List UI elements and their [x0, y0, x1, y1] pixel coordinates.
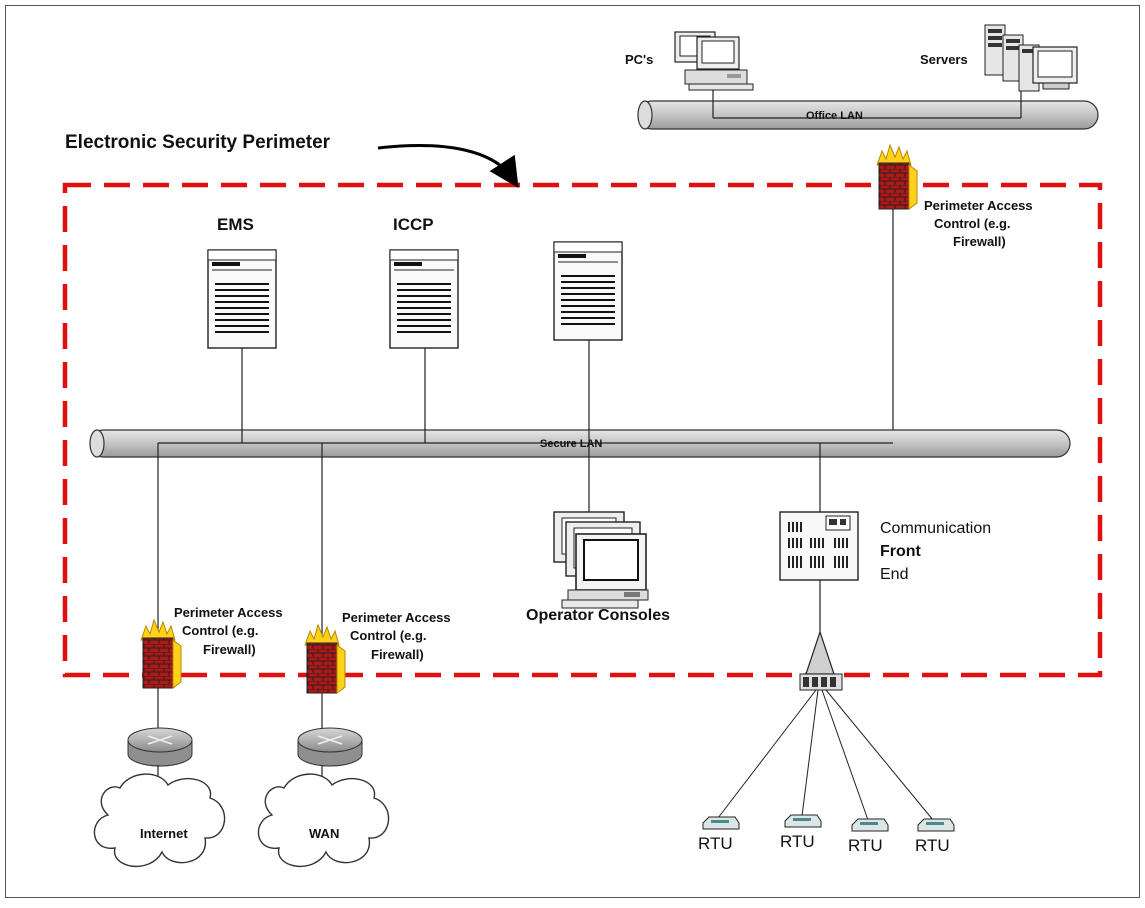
desktop-computer-icon: [674, 31, 754, 91]
desktop-computer-icon: [553, 511, 649, 609]
server-tower-icon: [389, 249, 459, 349]
perimeter-arrow-icon: [377, 144, 519, 189]
secure-lan-label: Secure LAN: [540, 438, 602, 450]
servers-label: Servers: [920, 52, 968, 67]
comm-front-end-icon: [779, 511, 859, 581]
office-firewall-line1: Perimeter Access: [924, 198, 1033, 213]
burning-brick-wall-icon: [304, 623, 346, 694]
server-tower-icon: [553, 241, 623, 341]
security-perimeter-boundary: [62, 182, 1103, 678]
wan-firewall-line1: Perimeter Access: [342, 610, 451, 625]
cfe-label-line2: Front: [880, 543, 922, 560]
iccp-label: ICCP: [393, 215, 434, 234]
operator-consoles-label: Operator Consoles: [526, 607, 670, 624]
rtu-modem-icon: [702, 816, 740, 830]
cfe-label-line3: End: [880, 566, 908, 583]
office-firewall-line2: Control (e.g.: [934, 216, 1011, 231]
wan-firewall-line3: Firewall): [371, 647, 424, 662]
server-tower-icon: [984, 24, 1078, 92]
router-icon: [297, 727, 363, 767]
outer-frame: [5, 5, 1140, 898]
rtu-modem-icon: [784, 814, 822, 828]
ems-label: EMS: [217, 215, 254, 234]
office-lan-pipe: [637, 100, 1099, 130]
perimeter-title: Electronic Security Perimeter: [65, 132, 331, 153]
cloud-icon: [257, 773, 390, 867]
rtu-label-3: RTU: [848, 836, 883, 855]
rtu-modem-icon: [851, 818, 889, 832]
internet-firewall-line2: Control (e.g.: [182, 623, 259, 638]
rtu-modem-icon: [917, 818, 955, 832]
burning-brick-wall-icon: [140, 618, 182, 689]
internet-firewall-line1: Perimeter Access: [174, 605, 283, 620]
pcs-label: PC's: [625, 52, 653, 67]
office-firewall-line3: Firewall): [953, 234, 1006, 249]
wan-cloud-label: WAN: [309, 826, 339, 841]
rtu-label-4: RTU: [915, 836, 950, 855]
hub-icon: [799, 630, 843, 691]
rtu-label-1: RTU: [698, 834, 733, 853]
cloud-icon: [93, 773, 226, 867]
wan-firewall-line2: Control (e.g.: [350, 628, 427, 643]
internet-cloud-label: Internet: [140, 826, 188, 841]
burning-brick-wall-icon: [876, 143, 918, 210]
cfe-label-line1: Communication: [880, 520, 991, 537]
server-tower-icon: [207, 249, 277, 349]
router-icon: [127, 727, 193, 767]
office-lan-label: Office LAN: [806, 110, 863, 122]
internet-firewall-line3: Firewall): [203, 642, 256, 657]
rtu-label-2: RTU: [780, 832, 815, 851]
